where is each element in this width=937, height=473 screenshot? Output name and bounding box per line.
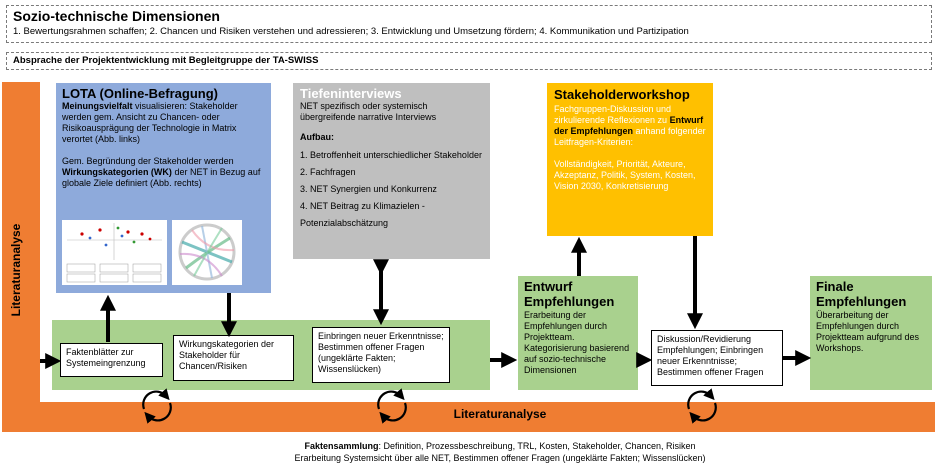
- draft-recommendations-title: Entwurf Empfehlungen: [524, 279, 615, 309]
- literature-frame-bottom: [2, 402, 935, 432]
- coordination-banner: Absprache der Projektentwicklung mit Beg…: [6, 52, 932, 70]
- lota-paragraph-1: Meinungsvielfalt visualisieren: Stakehol…: [62, 101, 238, 144]
- lota-box: LOTA (Online-Befragung) Meinungsvielfalt…: [56, 83, 271, 293]
- dimensions-list: 1. Bewertungsrahmen schaffen; 2. Chancen…: [13, 26, 689, 37]
- interviews-item: 3. NET Synergien und Konkurrenz: [300, 184, 437, 194]
- cycle-icon: [687, 388, 717, 424]
- matrix-thumbnail: [62, 220, 167, 285]
- chord-thumbnail: [172, 220, 242, 285]
- interviews-box: Tiefeninterviews NET spezifisch oder sys…: [293, 83, 490, 259]
- fact-collection-footer: Faktensammlung: Definition, Prozessbesch…: [60, 440, 937, 464]
- dimensions-header: Sozio-technische Dimensionen 1. Bewertun…: [6, 5, 932, 43]
- dimensions-title: Sozio-technische Dimensionen: [13, 8, 220, 24]
- step-discussion-revision: Diskussion/Revidierung Empfehlungen; Ein…: [651, 330, 783, 386]
- step-fact-sheets: Faktenblätter zur Systemeingrenzung: [60, 343, 163, 377]
- lota-title: LOTA (Online-Befragung): [62, 86, 218, 101]
- interviews-structure-heading: Aufbau:: [300, 132, 334, 142]
- lota-paragraph-2: Gem. Begründung der Stakeholder werden W…: [62, 156, 261, 188]
- interviews-title: Tiefeninterviews: [300, 86, 402, 101]
- footer-line-1: Faktensammlung: Definition, Prozessbesch…: [304, 441, 696, 451]
- literature-label-bottom: Literaturanalyse: [453, 407, 547, 421]
- interviews-item: 4. NET Beitrag zu Klimazielen - Potenzia…: [300, 201, 425, 228]
- cycle-icon: [142, 388, 172, 424]
- step-new-insights: Einbringen neuer Erkenntnisse; Bestimmen…: [312, 327, 450, 383]
- workshop-box: Stakeholderworkshop Fachgruppen-Diskussi…: [547, 83, 713, 236]
- draft-recommendations-box: Entwurf Empfehlungen Erarbeitung der Emp…: [518, 276, 638, 390]
- interviews-item: 1. Betroffenheit unterschiedlicher Stake…: [300, 150, 482, 160]
- step-impact-categories: Wirkungskategorien der Stakeholder für C…: [173, 335, 294, 381]
- literature-frame-left: [2, 82, 40, 432]
- draft-recommendations-text: Erarbeitung der Empfehlungen durch Proje…: [524, 310, 630, 375]
- interviews-intro: NET spezifisch oder systemisch übergreif…: [300, 101, 437, 122]
- footer-line-2: Erarbeitung Systemsicht über alle NET, B…: [294, 453, 706, 463]
- final-recommendations-title: Finale Empfehlungen: [816, 279, 907, 309]
- final-recommendations-box: Finale Empfehlungen Überarbeitung der Em…: [810, 276, 932, 390]
- workshop-paragraph-1: Fachgruppen-Diskussion und zirkulierende…: [554, 104, 706, 147]
- workshop-title: Stakeholderworkshop: [554, 87, 690, 102]
- interviews-item: 2. Fachfragen: [300, 167, 356, 177]
- workshop-criteria: Vollständigkeit, Priorität, Akteure, Akz…: [554, 159, 696, 191]
- final-recommendations-text: Überarbeitung der Empfehlungen durch Pro…: [816, 310, 920, 353]
- matrix-thumbnail-graphic: [66, 223, 162, 283]
- cycle-icon: [377, 388, 407, 424]
- chord-thumbnail-graphic: [178, 223, 236, 281]
- interviews-item-list: 1. Betroffenheit unterschiedlicher Stake…: [300, 147, 483, 232]
